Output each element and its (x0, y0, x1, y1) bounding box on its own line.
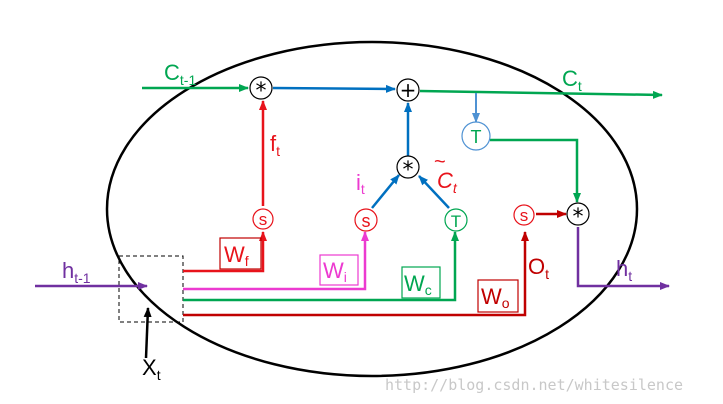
label-w-c-sub: c (425, 282, 432, 298)
label-w-o-main: W (481, 284, 502, 309)
weight-o-box (477, 279, 519, 313)
candidate-to-mul-line (418, 175, 450, 209)
label-x-t-sub: t (157, 367, 161, 383)
label-h-prev-main: h (62, 258, 74, 283)
cell-tanh-symbol: T (471, 127, 482, 147)
label-w-o: Wo (481, 284, 510, 311)
candidate-line (183, 231, 459, 302)
label-x-t: Xt (142, 355, 161, 383)
add-symbol: + (400, 78, 417, 102)
candidate-tanh-symbol: T (451, 212, 461, 231)
candidate-tanh-node: T (444, 208, 468, 232)
label-h-t-sub: t (628, 268, 632, 284)
cell-boundary (105, 40, 639, 378)
tanh-to-output-mul-line (490, 138, 581, 203)
label-f-t: ft (270, 131, 280, 159)
output-gate-line (183, 231, 529, 317)
output-sigmoid-node: s (513, 204, 535, 226)
input-gate-line (183, 231, 369, 291)
label-h-prev: ht-1 (62, 258, 91, 286)
forget-sigmoid-symbol: s (259, 210, 268, 229)
output-multiply-node: * (566, 202, 590, 230)
label-i-t-main: i (356, 170, 361, 195)
label-w-c: Wc (404, 271, 432, 298)
forget-multiply-node: * (249, 76, 273, 104)
output-multiply-symbol: * (573, 205, 584, 230)
forget-gate-line (183, 231, 267, 273)
weight-f-box (219, 237, 262, 270)
output-sigmoid-symbol: s (520, 206, 529, 225)
forget-multiply-symbol: * (256, 79, 267, 104)
label-w-i-main: W (323, 258, 344, 283)
x-input-line (143, 307, 152, 359)
label-o-t-main: O (528, 254, 545, 279)
label-o-t-sub: t (545, 266, 549, 282)
label-f-t-main: f (270, 131, 277, 156)
label-h-t: ht (616, 256, 632, 284)
input-multiply-node: * (396, 155, 420, 183)
h-out-line (576, 227, 670, 290)
label-h-t-main: h (616, 256, 628, 281)
weight-c-box (401, 266, 441, 299)
weight-i-box (319, 254, 359, 286)
label-i-t: it (356, 170, 365, 197)
label-w-f-sub: f (245, 253, 249, 269)
add-node: + (396, 78, 420, 102)
input-concat-box (118, 255, 184, 323)
label-i-t-sub: t (361, 181, 365, 197)
label-c-tilde-main: C (437, 168, 453, 193)
label-c-t-main: C (562, 66, 578, 91)
input-sigmoid-symbol: s (362, 211, 371, 231)
label-w-i: Wi (323, 258, 347, 285)
label-h-prev-sub: t-1 (74, 270, 91, 286)
label-c-tilde-mark: ~ (434, 151, 446, 173)
input-multiply-symbol: * (403, 158, 414, 183)
label-c-prev-main: C (164, 60, 180, 85)
label-c-prev: Ct-1 (164, 60, 196, 88)
input-sigmoid-node: s (354, 208, 378, 232)
label-w-f-main: W (224, 242, 245, 267)
watermark-text: http://blog.csdn.net/whitesilence (385, 376, 683, 394)
label-w-o-sub: o (502, 295, 510, 311)
label-o-t: Ot (528, 254, 549, 282)
label-w-f: Wf (224, 242, 249, 269)
label-c-t-sub: t (578, 78, 582, 94)
forget-to-add-line (272, 84, 396, 93)
label-w-i-sub: i (344, 269, 347, 285)
label-w-c-main: W (404, 271, 425, 296)
label-c-tilde-sub: t (453, 180, 458, 196)
cell-tanh-node: T (461, 121, 491, 151)
label-c-tilde: Ct (437, 168, 458, 196)
cell-state-out-line (419, 89, 663, 99)
forget-sigmoid-node: s (252, 208, 274, 230)
label-c-t: Ct (562, 66, 582, 94)
label-c-prev-sub: t-1 (180, 72, 197, 88)
label-x-t-main: X (142, 355, 157, 380)
input-sigma-to-mul-line (371, 174, 400, 209)
label-f-t-sub: t (276, 143, 280, 159)
